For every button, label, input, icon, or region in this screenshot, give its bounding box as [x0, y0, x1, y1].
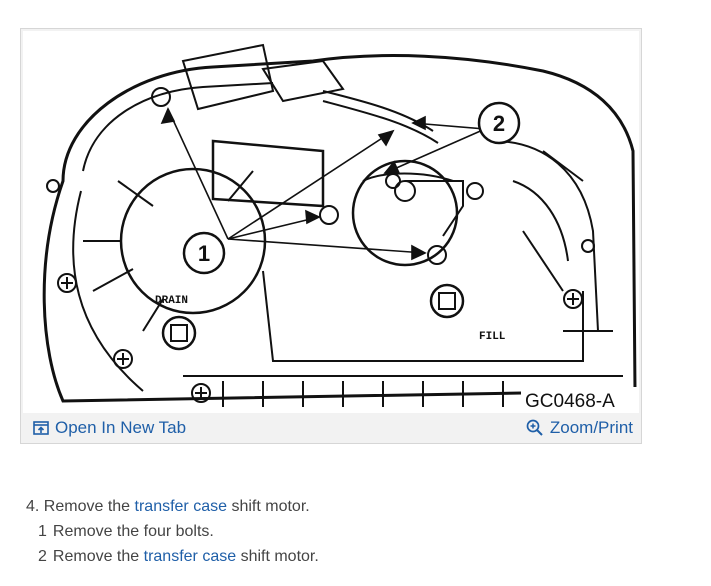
step-number: 4.	[26, 498, 40, 515]
zoom-in-icon	[526, 419, 543, 436]
figure-frame: 1 2 DRAIN FILL GC0468-A Open In New Tab …	[20, 28, 642, 444]
zoom-print-label: Zoom/Print	[549, 418, 633, 437]
open-in-new-tab-label: Open In New Tab	[55, 418, 187, 437]
figure-toolbar: Open In New Tab Zoom/Print	[21, 413, 641, 443]
procedure-steps: 4. Remove the transfer case shift motor.…	[26, 494, 319, 569]
substep-text-suffix: shift motor.	[240, 548, 319, 565]
diagram-drawing: 1 2 DRAIN FILL GC0468-A	[42, 43, 639, 412]
substep-number: 2	[38, 548, 47, 565]
open-in-new-tab-button[interactable]: Open In New Tab	[33, 418, 186, 438]
drain-label: DRAIN	[155, 295, 188, 307]
transfer-case-link[interactable]: transfer case	[143, 548, 237, 565]
transfer-case-link[interactable]: transfer case	[134, 498, 227, 515]
fill-label: FILL	[479, 331, 506, 343]
zoom-print-button[interactable]: Zoom/Print	[526, 418, 633, 438]
substep-2: 2 Remove the transfer case shift motor.	[38, 544, 319, 569]
step-text-suffix: shift motor.	[231, 498, 310, 515]
step-text-prefix: Remove the	[43, 498, 131, 515]
open-new-tab-icon	[33, 421, 49, 435]
step-4: 4. Remove the transfer case shift motor.	[26, 494, 319, 519]
substep-text: Remove the four bolts.	[52, 523, 214, 540]
substep-text-prefix: Remove the	[52, 548, 140, 565]
substep-1: 1 Remove the four bolts.	[38, 519, 319, 544]
callout-1: 1	[198, 241, 210, 266]
substep-number: 1	[38, 523, 47, 540]
callout-2: 2	[493, 111, 505, 136]
figure-code: GC0468-A	[525, 391, 615, 412]
transfer-case-diagram: 1 2 DRAIN FILL GC0468-A	[23, 31, 639, 413]
